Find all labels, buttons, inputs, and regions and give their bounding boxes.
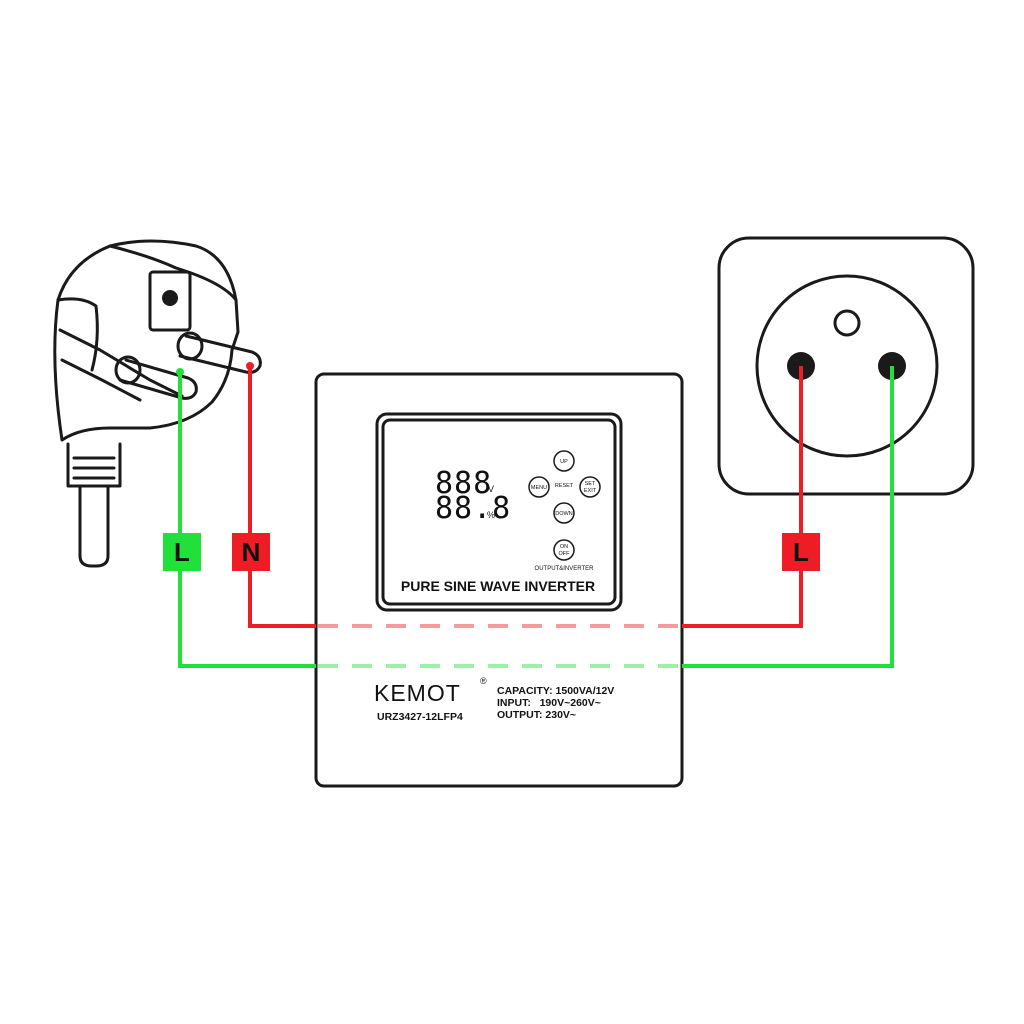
registered-mark: ® bbox=[480, 676, 487, 686]
model-number: URZ3427-12LFP4 bbox=[377, 711, 463, 723]
green-wire-left bbox=[178, 370, 316, 668]
display-line2-unit: % bbox=[487, 510, 495, 520]
up-button[interactable]: UP bbox=[553, 450, 575, 472]
svg-text:MENU: MENU bbox=[531, 485, 547, 491]
spec-input: INPUT: 190V~260V~ bbox=[497, 697, 601, 709]
on-off-button[interactable]: ON OFF bbox=[553, 539, 575, 561]
display-line2: 88.8 bbox=[435, 491, 511, 526]
wires bbox=[176, 362, 894, 668]
output-inverter-label: OUTPUT&INVERTER bbox=[535, 566, 595, 572]
down-button[interactable]: DOWN bbox=[553, 502, 575, 524]
svg-text:SET: SET bbox=[585, 481, 596, 487]
reset-label: RESET bbox=[555, 483, 574, 489]
green-wire-right bbox=[682, 366, 894, 668]
display-line1: 888 bbox=[435, 466, 492, 501]
red-wire-left bbox=[248, 366, 316, 628]
wire-label-plug-n: N bbox=[232, 533, 270, 571]
svg-text:DOWN: DOWN bbox=[555, 511, 572, 517]
spec-capacity: CAPACITY: 1500VA/12V bbox=[497, 685, 614, 697]
inverter-unit: 888 V 88.8 % UP MENU RESET SET EXIT DOWN… bbox=[314, 372, 684, 788]
svg-text:L: L bbox=[174, 537, 190, 567]
wire-label-plug-l: L bbox=[163, 533, 201, 571]
svg-text:OFF: OFF bbox=[559, 551, 571, 557]
wire-label-socket-l: L bbox=[782, 533, 820, 571]
wall-socket-icon bbox=[717, 236, 975, 496]
menu-button[interactable]: MENU bbox=[528, 476, 550, 498]
display-line1-unit: V bbox=[488, 484, 494, 494]
brand-logo: KEMOT bbox=[374, 680, 461, 706]
spec-output: OUTPUT: 230V~ bbox=[497, 709, 576, 721]
set-exit-button[interactable]: SET EXIT bbox=[579, 476, 601, 498]
panel-title: PURE SINE WAVE INVERTER bbox=[401, 578, 595, 594]
svg-text:L: L bbox=[793, 537, 809, 567]
svg-text:ON: ON bbox=[560, 544, 568, 550]
schuko-plug-icon bbox=[53, 239, 262, 568]
svg-text:EXIT: EXIT bbox=[584, 488, 597, 494]
svg-text:N: N bbox=[242, 537, 261, 567]
red-wire-right bbox=[682, 366, 803, 628]
svg-text:UP: UP bbox=[560, 459, 568, 465]
